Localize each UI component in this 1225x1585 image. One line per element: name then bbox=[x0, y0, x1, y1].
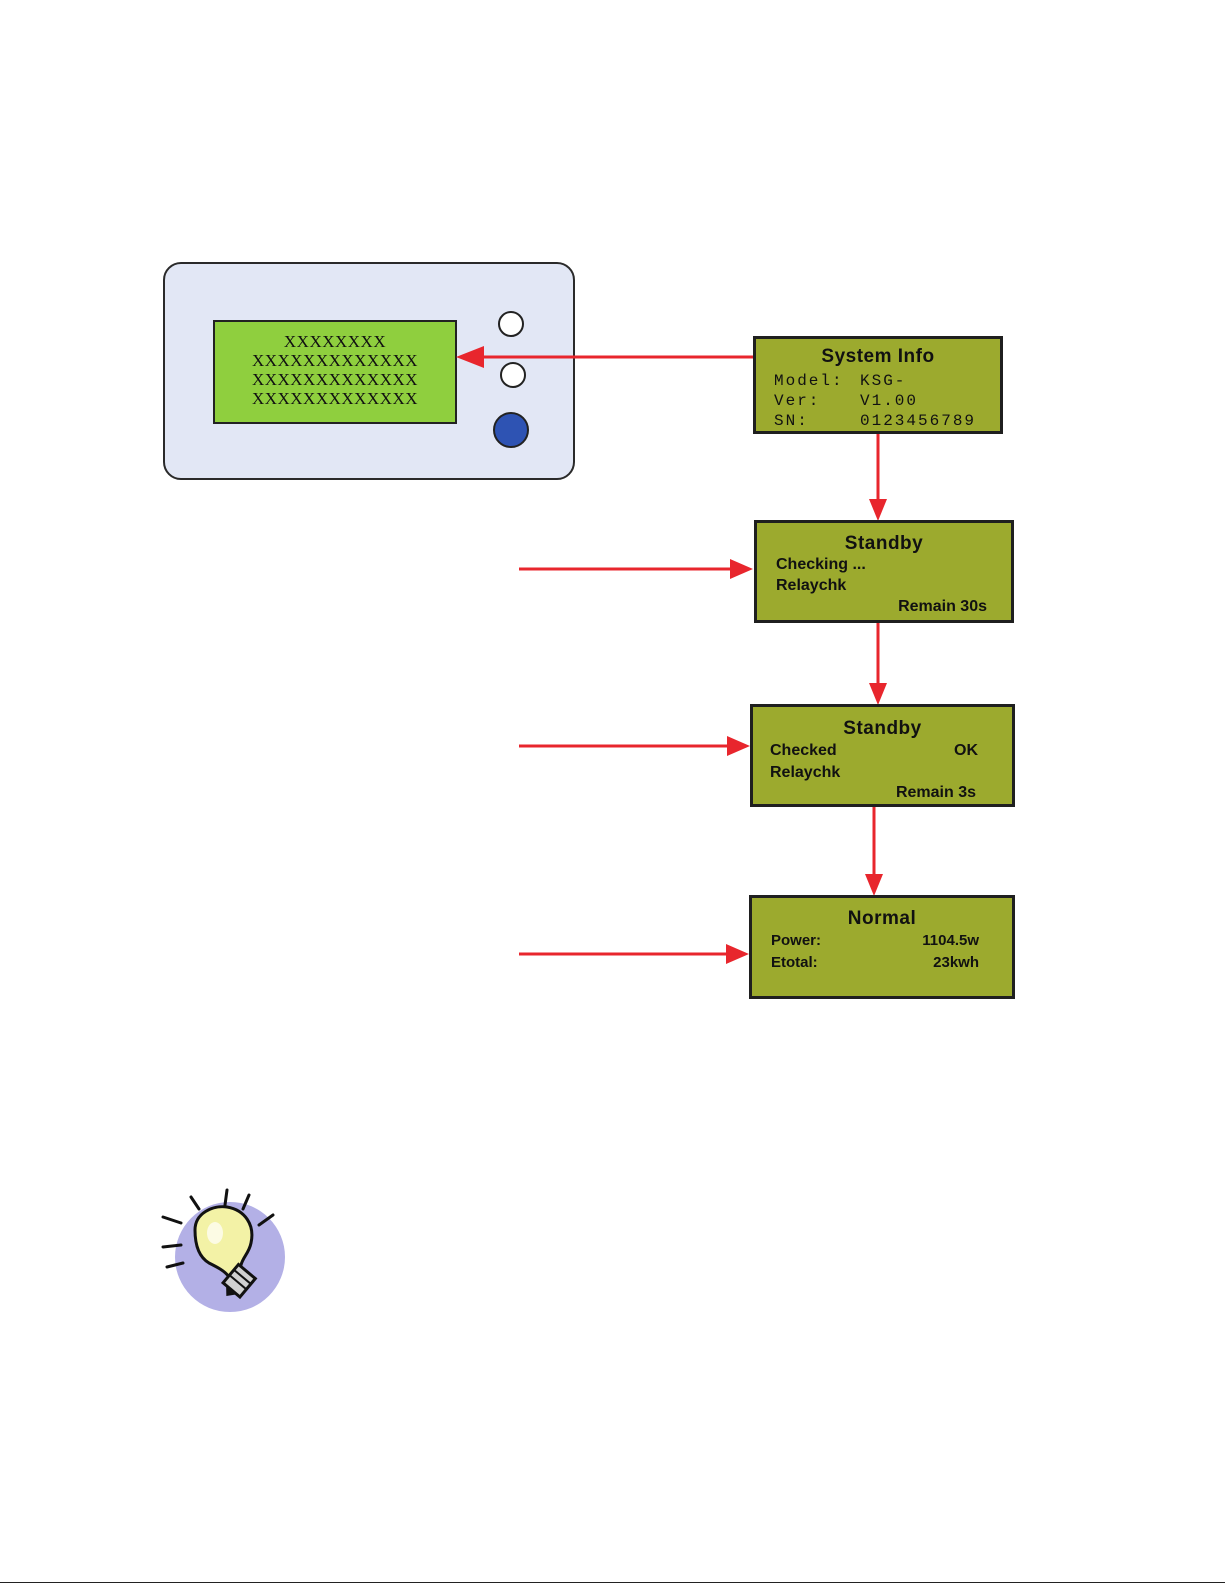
arrow-sysinfo-to-standby bbox=[869, 434, 887, 521]
lcd-title: System Info bbox=[756, 346, 1000, 368]
power-value: 1104.5w bbox=[922, 932, 979, 949]
arrow-to-device bbox=[456, 346, 753, 368]
arrow-into-checked bbox=[519, 736, 750, 756]
arrow-standby-to-checked bbox=[869, 623, 887, 705]
relaychk-line: Relaychk bbox=[770, 764, 840, 782]
ok-status: OK bbox=[954, 742, 978, 760]
arrow-checked-to-normal bbox=[865, 807, 883, 896]
checking-line: Checking ... bbox=[776, 556, 866, 574]
lcd-title: Normal bbox=[752, 908, 1012, 930]
remain-line: Remain 30s bbox=[898, 598, 987, 616]
lcd-standby-checked: Standby Checked OK Relaychk Remain 3s bbox=[750, 704, 1015, 807]
lcd-standby-checking: Standby Checking ... Relaychk Remain 30s bbox=[754, 520, 1014, 623]
lcd-system-info: System Info Model: KSG- Ver: V1.00 SN: 0… bbox=[753, 336, 1003, 434]
ver-label: Ver: bbox=[774, 392, 820, 410]
lcd-title: Standby bbox=[753, 718, 1012, 740]
lcd-title: Standby bbox=[757, 533, 1011, 555]
arrow-into-standby bbox=[519, 559, 753, 579]
power-label: Power: bbox=[771, 932, 821, 949]
model-value: KSG- bbox=[860, 372, 906, 390]
lightbulb-tip-icon bbox=[155, 1185, 295, 1315]
sn-value: 0123456789 bbox=[860, 412, 976, 430]
ver-value: V1.00 bbox=[860, 392, 918, 410]
etotal-label: Etotal: bbox=[771, 954, 818, 971]
arrow-into-normal bbox=[519, 944, 749, 964]
checked-line: Checked bbox=[770, 742, 837, 760]
etotal-value: 23kwh bbox=[933, 954, 979, 971]
model-label: Model: bbox=[774, 372, 844, 390]
remain-line: Remain 3s bbox=[896, 784, 976, 802]
relaychk-line: Relaychk bbox=[776, 577, 846, 595]
sn-label: SN: bbox=[774, 412, 809, 430]
page-bottom-edge bbox=[0, 1582, 1225, 1583]
lcd-normal: Normal Power: 1104.5w Etotal: 23kwh bbox=[749, 895, 1015, 999]
